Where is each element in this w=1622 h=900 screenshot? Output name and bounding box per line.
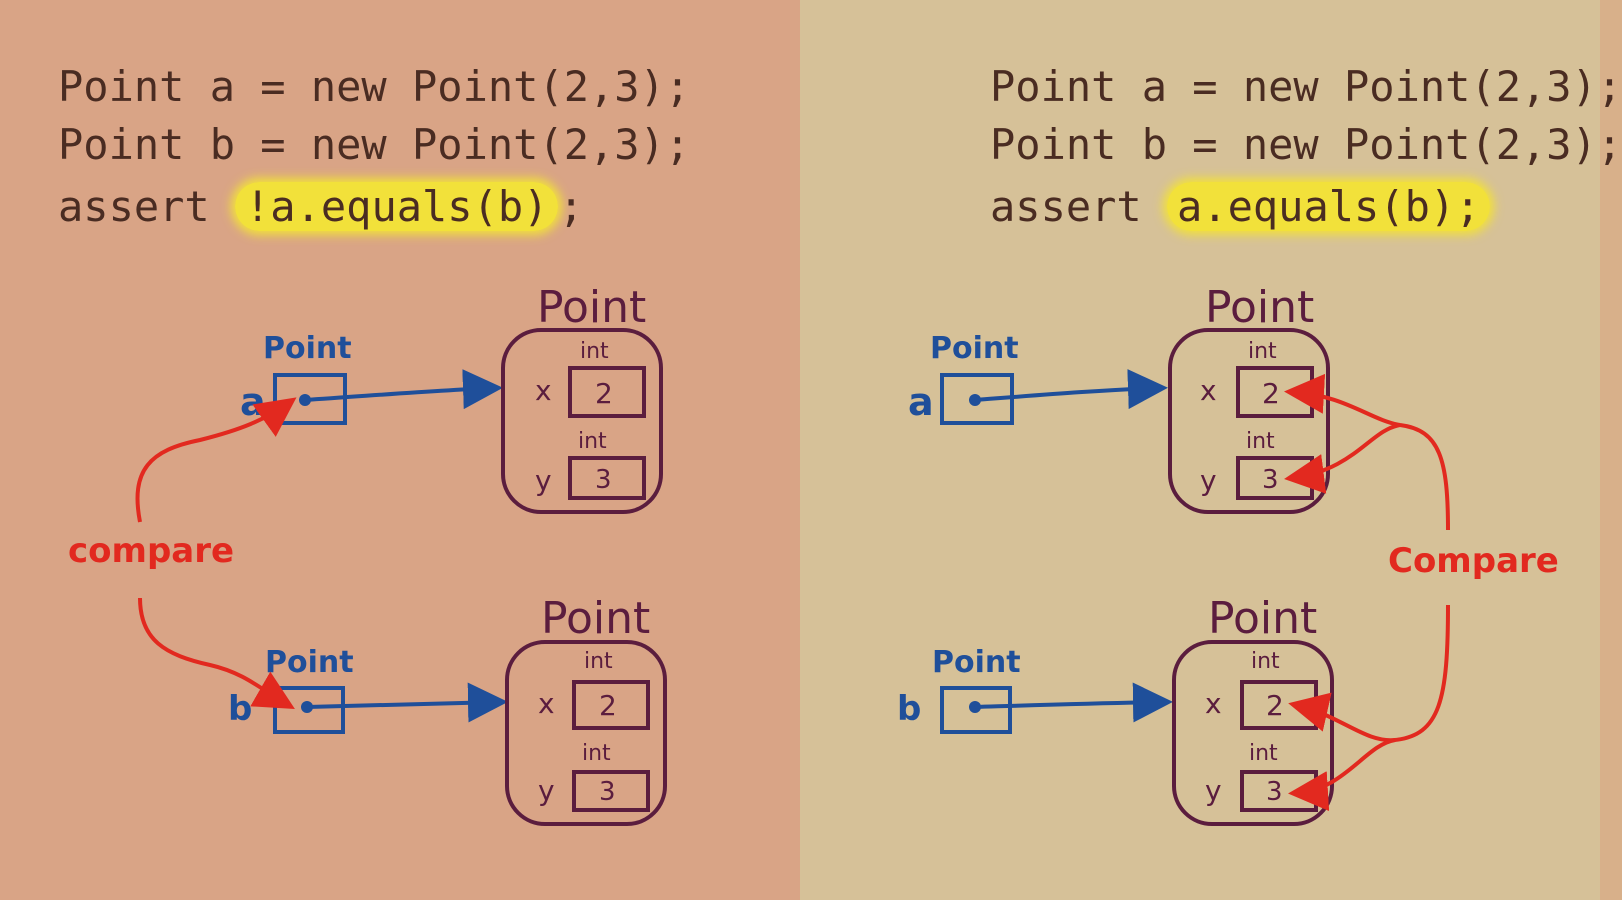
left-obj1-y-type: int (578, 429, 607, 454)
left-ref-b-box (273, 686, 345, 734)
right-compare-arrow-to-obj1-y (1284, 423, 1401, 494)
left-obj1-y-value: 3 (595, 465, 612, 495)
right-compare-arrow-to-obj2-x (1288, 604, 1450, 743)
left-panel-reference-comparison: Point a = new Point(2,3); Point b = new … (0, 0, 800, 900)
right-obj2-y-name: y (1205, 774, 1222, 807)
left-compare-label: compare (68, 531, 234, 571)
left-ref-a-arrow (304, 369, 503, 410)
left-obj2-y-value: 3 (599, 777, 616, 807)
left-obj2-box (505, 640, 667, 826)
left-ref-a-type: Point (263, 331, 352, 366)
right-ref-b-type: Point (932, 645, 1021, 680)
left-obj1-x-cell (568, 366, 646, 418)
right-obj2-y-value: 3 (1266, 777, 1283, 807)
right-ref-b-arrow (974, 682, 1173, 723)
left-obj2-x-cell (572, 680, 650, 730)
right-panel-value-comparison: Point a = new Point(2,3); Point b = new … (800, 0, 1622, 900)
left-compare-arrow-to-a (135, 397, 297, 523)
right-obj2-x-name: x (1205, 687, 1222, 720)
right-obj1-y-value: 3 (1262, 465, 1279, 495)
left-obj1-box (501, 328, 663, 514)
right-code-line-2: Point b = new Point(2,3); (990, 120, 1622, 169)
left-obj1-x-type: int (580, 339, 609, 364)
right-obj2-box (1172, 640, 1334, 826)
right-obj2-x-type: int (1251, 649, 1280, 674)
left-obj2-y-type: int (582, 741, 611, 766)
left-obj2-y-name: y (538, 774, 555, 807)
left-code-line-2: Point b = new Point(2,3); (58, 120, 691, 169)
left-obj1-x-value: 2 (595, 377, 613, 410)
right-compare-label: Compare (1388, 541, 1559, 581)
left-compare-arrow-to-b (138, 597, 295, 709)
right-obj2-x-value: 2 (1266, 689, 1284, 722)
left-ref-b-type: Point (265, 645, 354, 680)
right-code-line-1: Point a = new Point(2,3); (990, 62, 1622, 111)
right-obj1-y-name: y (1200, 464, 1217, 497)
right-ref-b-box (940, 686, 1012, 734)
left-code-line-3: assert !a.equals(b); (58, 182, 584, 231)
right-highlighted-expression: a.equals(b); (1167, 182, 1491, 231)
right-obj2-type: Point (1208, 593, 1317, 644)
right-ref-a-var: a (908, 380, 934, 424)
left-obj2-y-cell (572, 770, 650, 812)
right-code-line-3: assert a.equals(b); (990, 182, 1491, 231)
right-compare-arrow-to-obj2-y (1288, 738, 1396, 811)
left-code-line-1: Point a = new Point(2,3); (58, 62, 691, 111)
right-obj1-x-name: x (1200, 374, 1217, 407)
left-obj1-x-name: x (535, 374, 552, 407)
right-compare-arrow-to-obj1-x (1284, 373, 1450, 531)
right-obj1-x-value: 2 (1262, 377, 1280, 410)
right-obj1-box (1168, 328, 1330, 514)
left-ref-b-arrow (306, 682, 508, 723)
left-obj1-y-cell (568, 456, 646, 500)
left-highlighted-expression: !a.equals(b) (235, 182, 559, 231)
left-statement-end: ; (558, 182, 584, 231)
left-ref-b-var: b (228, 689, 252, 729)
left-obj1-y-name: y (535, 464, 552, 497)
left-obj1-type: Point (537, 282, 646, 333)
left-assert-keyword: assert (58, 182, 236, 231)
right-assert-keyword: assert (990, 182, 1168, 231)
right-ref-a-arrow (974, 369, 1168, 410)
right-ref-b-var: b (897, 689, 921, 729)
left-obj2-x-value: 2 (599, 689, 617, 722)
left-obj2-x-name: x (538, 687, 555, 720)
right-ref-a-type: Point (930, 331, 1019, 366)
right-obj2-y-type: int (1249, 741, 1278, 766)
right-obj1-y-type: int (1246, 429, 1275, 454)
right-obj1-x-type: int (1248, 339, 1277, 364)
left-obj2-x-type: int (584, 649, 613, 674)
right-obj1-type: Point (1205, 282, 1314, 333)
left-obj2-type: Point (541, 593, 650, 644)
